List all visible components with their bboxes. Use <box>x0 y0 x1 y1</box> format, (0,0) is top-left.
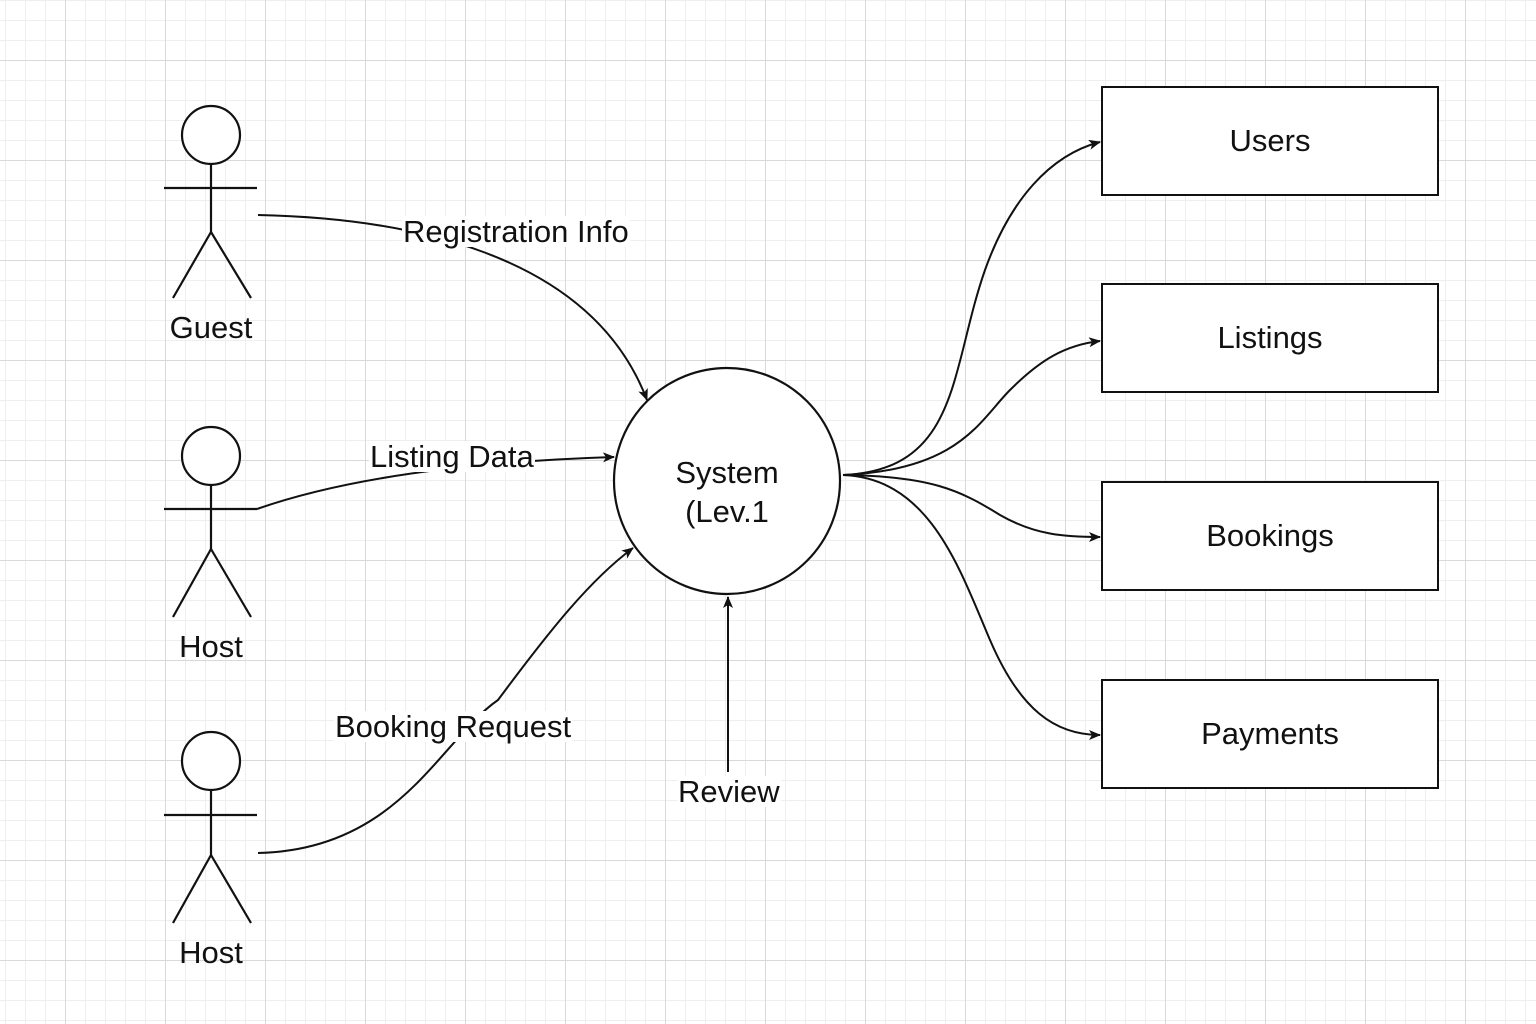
flow-listing-arrow[interactable] <box>256 452 615 510</box>
flow-registration-arrow[interactable] <box>257 214 648 401</box>
flow-label-review: Review <box>677 774 781 809</box>
store-users[interactable]: Users <box>1101 86 1439 196</box>
flow-to-bookings-arrow[interactable] <box>842 474 1101 542</box>
store-label-bookings: Bookings <box>1206 518 1334 553</box>
actor-guest-figure <box>164 104 257 299</box>
process-label: System (Lev.1 <box>614 453 840 531</box>
actor-label-host: Host <box>179 629 243 664</box>
process-label-line1: System <box>675 455 779 490</box>
process-circle[interactable] <box>612 366 842 596</box>
flow-label-listing: Listing Data <box>369 439 535 474</box>
actor-host-figure <box>164 425 257 618</box>
actor-label-guest: Guest <box>169 310 253 345</box>
actor-host-2-figure <box>164 730 257 924</box>
flow-to-users-arrow[interactable] <box>842 139 1101 476</box>
store-listings[interactable]: Listings <box>1101 283 1439 393</box>
store-payments[interactable]: Payments <box>1101 679 1439 789</box>
flow-to-payments-arrow[interactable] <box>842 474 1101 740</box>
actor-label-host-2: Host <box>179 935 243 970</box>
flow-label-registration: Registration Info <box>402 214 630 249</box>
store-label-listings: Listings <box>1217 320 1323 355</box>
flow-label-booking: Booking Request <box>334 709 573 744</box>
store-label-payments: Payments <box>1201 716 1339 751</box>
store-label-users: Users <box>1229 123 1311 158</box>
process-label-line2: (Lev.1 <box>685 494 769 529</box>
store-bookings[interactable]: Bookings <box>1101 481 1439 591</box>
flow-to-listings-arrow[interactable] <box>842 337 1101 476</box>
flow-booking-arrow[interactable] <box>257 547 634 854</box>
